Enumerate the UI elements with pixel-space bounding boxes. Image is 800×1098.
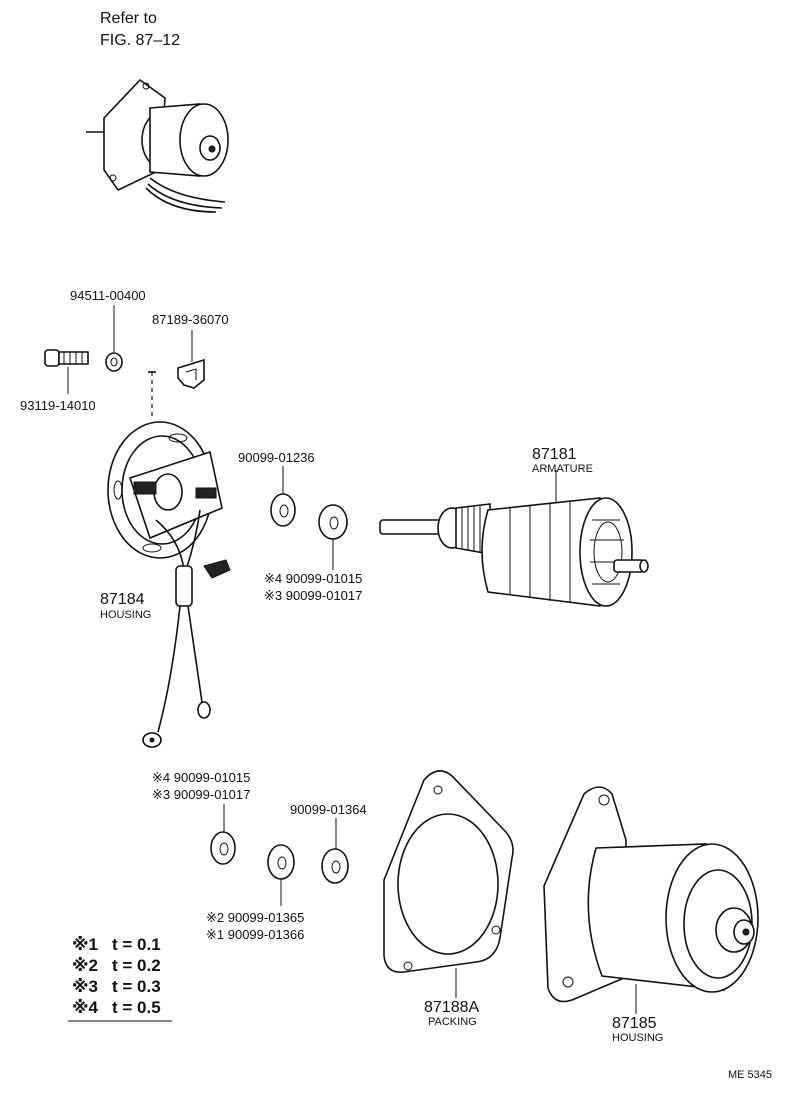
washer-lower-left-drawing [210, 831, 236, 865]
lower-washer-thickness-2: ※2 90099-01365 [206, 910, 304, 925]
washer-upper-left-drawing [270, 493, 296, 527]
assembled-blower-motor-drawing [86, 78, 229, 213]
drawing-code: ME 5345 [728, 1069, 772, 1081]
washer-lower-middle-drawing [267, 844, 295, 880]
end-housing-drawing [107, 421, 231, 748]
screw-drawing [44, 349, 89, 367]
armature-drawing [379, 497, 649, 607]
motor-housing-number: 87185 [612, 1015, 657, 1032]
refer-to-label: Refer to [100, 10, 157, 27]
end-housing-name: HOUSING [100, 609, 151, 621]
armature-name: ARMATURE [532, 463, 593, 475]
thickness-legend: ※1 t = 0.1 ※2 t = 0.2 ※3 t = 0.3 ※4 t = … [68, 935, 172, 1022]
packing-gasket-drawing [383, 770, 514, 973]
bracket-drawing [177, 358, 205, 389]
bracket-part-number: 87189-36070 [152, 312, 229, 327]
lower-right-washer-part-number: 90099-01364 [290, 802, 367, 817]
lower-washer-thickness-3: ※3 90099-01017 [152, 787, 250, 802]
clip-part-number: 94511-00400 [70, 288, 146, 303]
end-housing-number: 87184 [100, 591, 145, 608]
legend-mark-2: ※2 [72, 956, 98, 975]
legend-mark-4: ※4 [72, 998, 99, 1017]
legend-text-4: t = 0.5 [112, 998, 161, 1017]
legend-mark-3: ※3 [72, 977, 98, 996]
lower-washer-thickness-1: ※1 90099-01366 [206, 927, 304, 942]
armature-number: 87181 [532, 446, 577, 463]
legend-mark-1: ※1 [72, 935, 98, 954]
upper-washer-thickness-4: ※4 90099-01015 [264, 571, 362, 586]
legend-text-3: t = 0.3 [112, 977, 161, 996]
legend-text-1: t = 0.1 [112, 935, 161, 954]
washer-lower-right-drawing [321, 848, 349, 884]
packing-name: PACKING [428, 1016, 477, 1028]
packing-number: 87188A [424, 999, 479, 1016]
lower-washer-thickness-4: ※4 90099-01015 [152, 770, 250, 785]
motor-housing-drawing [543, 786, 759, 1003]
screw-part-number: 93119-14010 [20, 398, 96, 413]
motor-housing-name: HOUSING [612, 1032, 663, 1044]
upper-washer-part-number: 90099-01236 [238, 450, 315, 465]
legend-text-2: t = 0.2 [112, 956, 161, 975]
upper-washer-thickness-3: ※3 90099-01017 [264, 588, 362, 603]
clip-drawing [105, 352, 123, 372]
washer-upper-right-drawing [318, 504, 348, 540]
figure-reference-label: FIG. 87–12 [100, 32, 180, 49]
